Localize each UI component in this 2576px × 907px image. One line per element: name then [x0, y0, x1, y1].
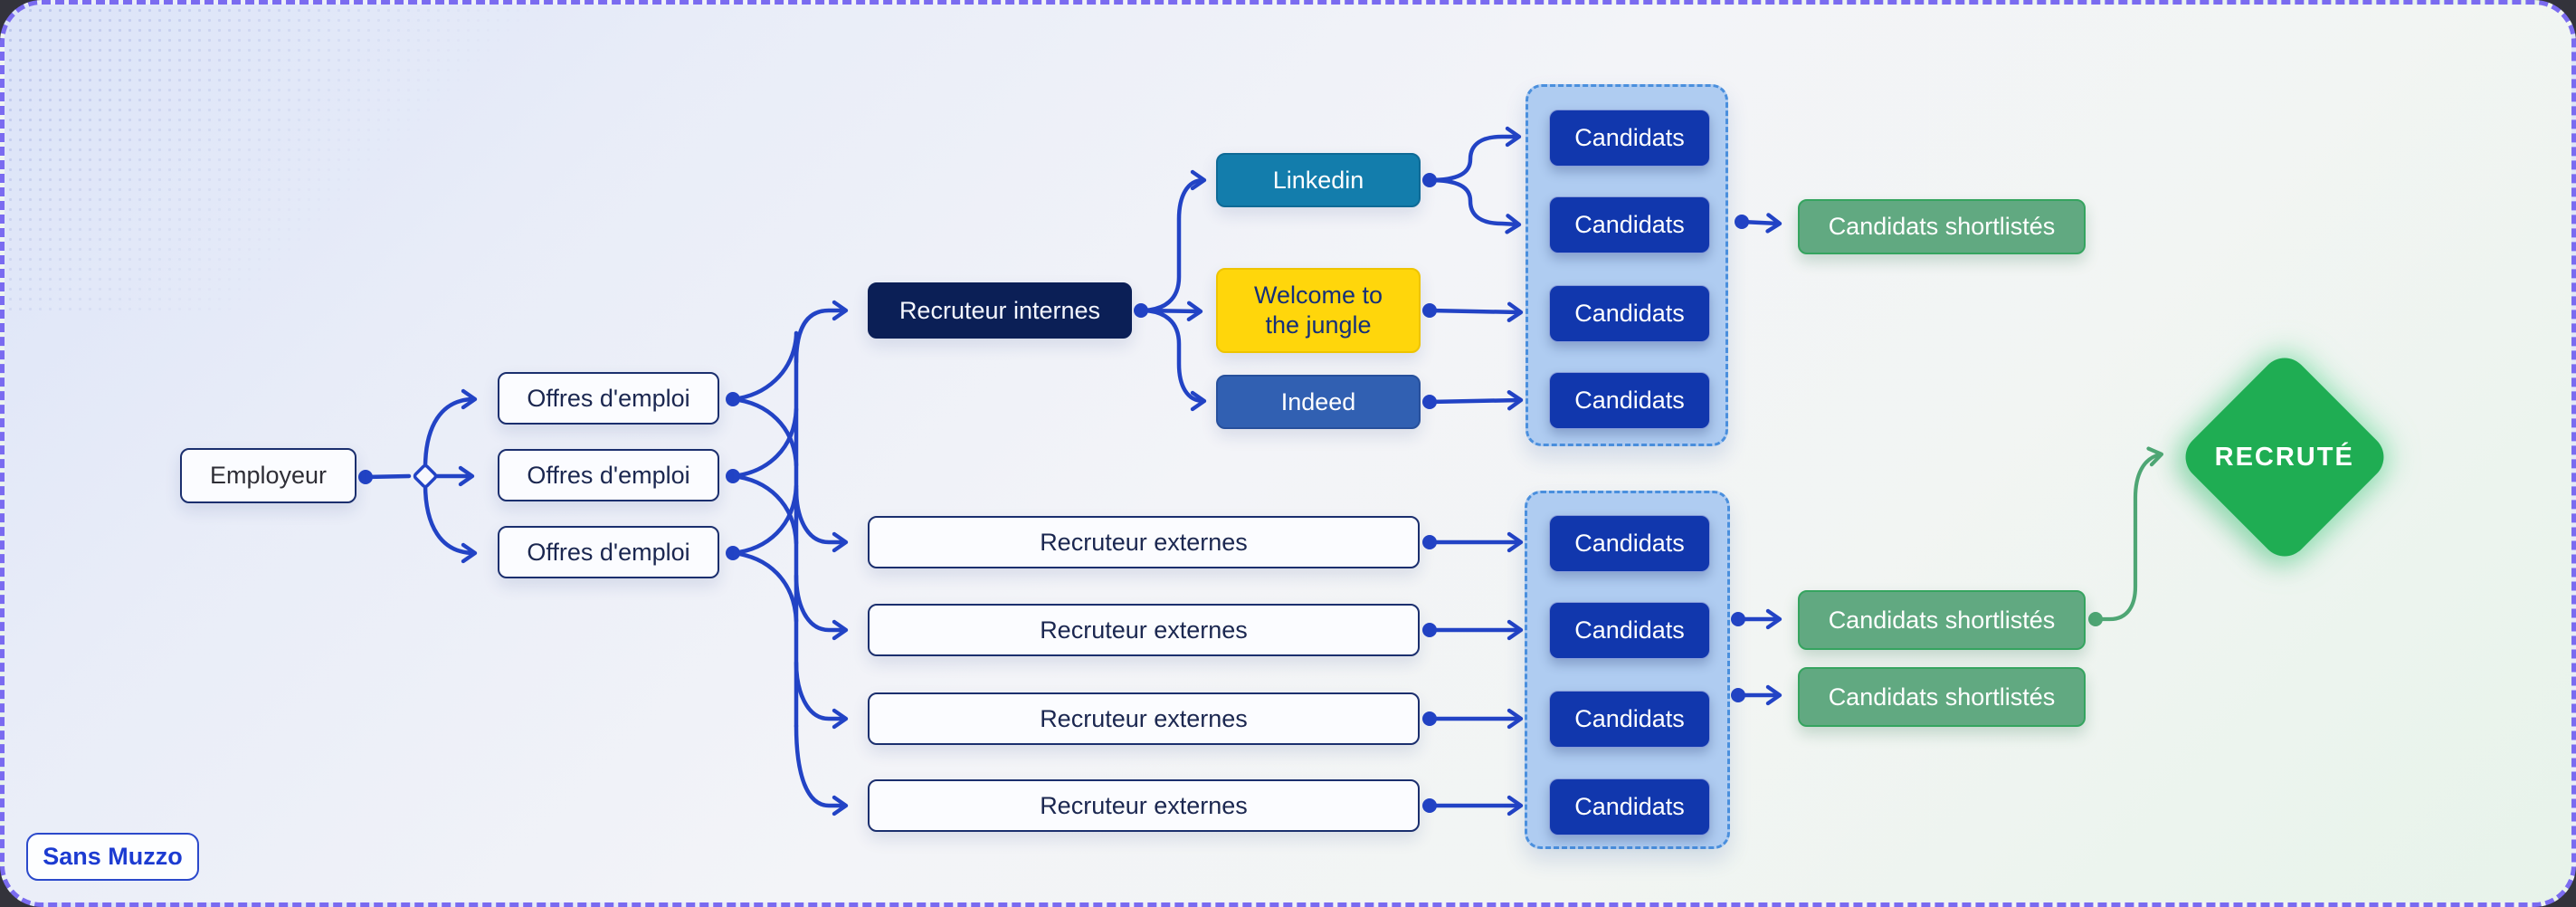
brand-badge: Sans Muzzo: [26, 833, 199, 881]
junction-diamond: [413, 463, 438, 489]
internal-recruiter-label: Recruteur internes: [898, 296, 1101, 324]
shortlist-label: Candidats shortlistés: [1828, 683, 2056, 711]
candidate-label: Candidats: [1574, 530, 1685, 557]
job-offer-label: Offres d'emploi: [527, 384, 690, 412]
external-recruiter-label: Recruteur externes: [1040, 616, 1248, 644]
job-offer-node-2: Offres d'emploi: [498, 449, 719, 501]
external-recruiter-label: Recruteur externes: [1040, 528, 1248, 556]
internal-recruiter-node: Recruteur internes: [868, 282, 1132, 339]
linkedin-label: Linkedin: [1272, 166, 1364, 194]
job-offer-node-1: Offres d'emploi: [498, 372, 719, 425]
shortlist-node-external-1: Candidats shortlistés: [1798, 590, 2086, 650]
external-recruiter-node-4: Recruteur externes: [868, 779, 1420, 832]
job-offer-node-3: Offres d'emploi: [498, 526, 719, 578]
candidate-label: Candidats: [1574, 793, 1685, 820]
candidate-node: Candidats: [1549, 285, 1710, 342]
external-recruiter-node-2: Recruteur externes: [868, 604, 1420, 656]
candidate-node: Candidats: [1549, 196, 1710, 253]
external-recruiter-label: Recruteur externes: [1040, 704, 1248, 732]
candidate-label: Candidats: [1574, 705, 1685, 732]
external-recruiter-node-3: Recruteur externes: [868, 692, 1420, 745]
candidate-node: Candidats: [1549, 515, 1710, 572]
employer-node: Employeur: [180, 448, 356, 503]
candidate-label: Candidats: [1574, 387, 1685, 414]
external-recruiter-node-1: Recruteur externes: [868, 516, 1420, 568]
wttj-label: Welcome to the jungle: [1253, 282, 1383, 339]
candidate-node: Candidats: [1549, 778, 1710, 835]
job-offer-label: Offres d'emploi: [527, 538, 690, 566]
connector-dots: [358, 173, 1749, 813]
brand-label: Sans Muzzo: [43, 843, 183, 870]
shortlist-label: Candidats shortlistés: [1828, 606, 2056, 634]
candidate-label: Candidats: [1574, 211, 1685, 238]
halftone-pattern: [5, 5, 585, 313]
job-offer-label: Offres d'emploi: [527, 461, 690, 489]
platform-linkedin-node: Linkedin: [1216, 153, 1421, 207]
shortlist-node-external-2: Candidats shortlistés: [1798, 667, 2086, 727]
candidate-label: Candidats: [1574, 300, 1685, 327]
shortlist-label: Candidats shortlistés: [1828, 213, 2056, 240]
employer-label: Employeur: [209, 462, 328, 489]
candidate-node: Candidats: [1549, 372, 1710, 429]
platform-wttj-node: Welcome to the jungle: [1216, 268, 1421, 353]
candidate-node: Candidats: [1549, 110, 1710, 167]
external-recruiter-label: Recruteur externes: [1040, 791, 1248, 819]
shortlist-node-internal: Candidats shortlistés: [1798, 199, 2086, 254]
recruited-label: RECRUTÉ: [2214, 442, 2355, 472]
candidate-node: Candidats: [1549, 602, 1710, 659]
indeed-label: Indeed: [1280, 387, 1356, 415]
candidate-node: Candidats: [1549, 691, 1710, 748]
platform-indeed-node: Indeed: [1216, 375, 1421, 429]
candidate-label: Candidats: [1574, 124, 1685, 151]
candidate-label: Candidats: [1574, 616, 1685, 644]
